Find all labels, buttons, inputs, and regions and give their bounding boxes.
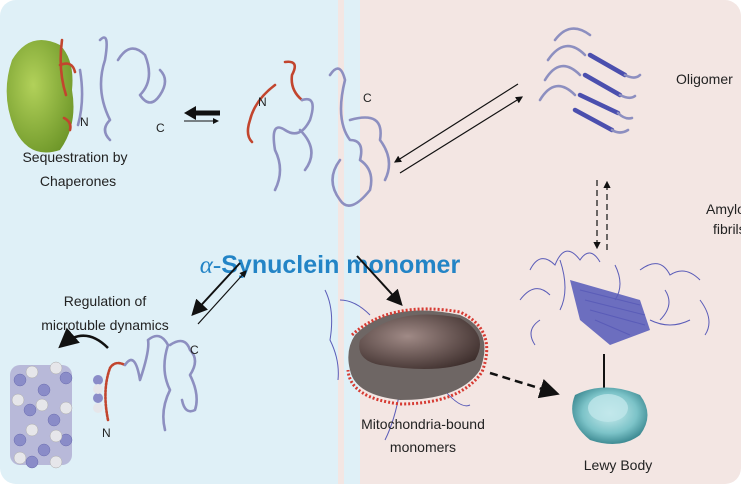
arrow-to-microtubule bbox=[191, 262, 241, 316]
microtubule-n-terminus: N bbox=[102, 426, 111, 440]
sequestration-label-line2: Chaperones bbox=[40, 173, 116, 189]
lewy-body-label: Lewy Body bbox=[584, 457, 652, 473]
chaperone-n-terminus: N bbox=[80, 115, 89, 129]
oligomer bbox=[538, 27, 642, 134]
sequestration-label-line1: Sequestration by bbox=[22, 149, 127, 165]
mitochondria-label-line2: monomers bbox=[390, 439, 456, 455]
lewy-body bbox=[572, 387, 648, 444]
arrow-to-oligomer bbox=[399, 96, 524, 174]
synuclein-monomer: N C bbox=[246, 60, 391, 207]
mitochondrion bbox=[324, 289, 489, 441]
chaperone-complex: N C bbox=[6, 36, 167, 153]
arrow-to-monomer bbox=[393, 83, 519, 163]
microtubule-c-terminus: C bbox=[190, 343, 199, 357]
membrane-bound-monomer: N C bbox=[102, 334, 199, 440]
regulation-label-line1: Regulation of bbox=[64, 293, 147, 309]
arrow-to-mitochondria bbox=[356, 255, 403, 306]
amyloid-fibrils bbox=[519, 250, 710, 346]
microtubule bbox=[10, 361, 103, 469]
regulation-label-line2: microtuble dynamics bbox=[41, 317, 169, 333]
dashed-arrow-mito-to-lewy bbox=[489, 371, 560, 399]
oligomer-label: Oligomer bbox=[676, 71, 733, 87]
arrow-from-microtubule bbox=[197, 270, 247, 325]
monomer-c-terminus: C bbox=[363, 91, 372, 105]
left-panel bbox=[0, 0, 360, 484]
curved-arrow-binding bbox=[58, 327, 109, 349]
chaperone-c-terminus: C bbox=[156, 121, 165, 135]
amyloid-label-line2: fibrils bbox=[713, 221, 741, 237]
monomer-n-terminus: N bbox=[258, 95, 267, 109]
amyloid-label-line1: Amyloi bbox=[706, 201, 741, 217]
mitochondria-label-line1: Mitochondria-bound bbox=[361, 416, 485, 432]
diagram-title: α-Synuclein monomer bbox=[200, 251, 461, 279]
